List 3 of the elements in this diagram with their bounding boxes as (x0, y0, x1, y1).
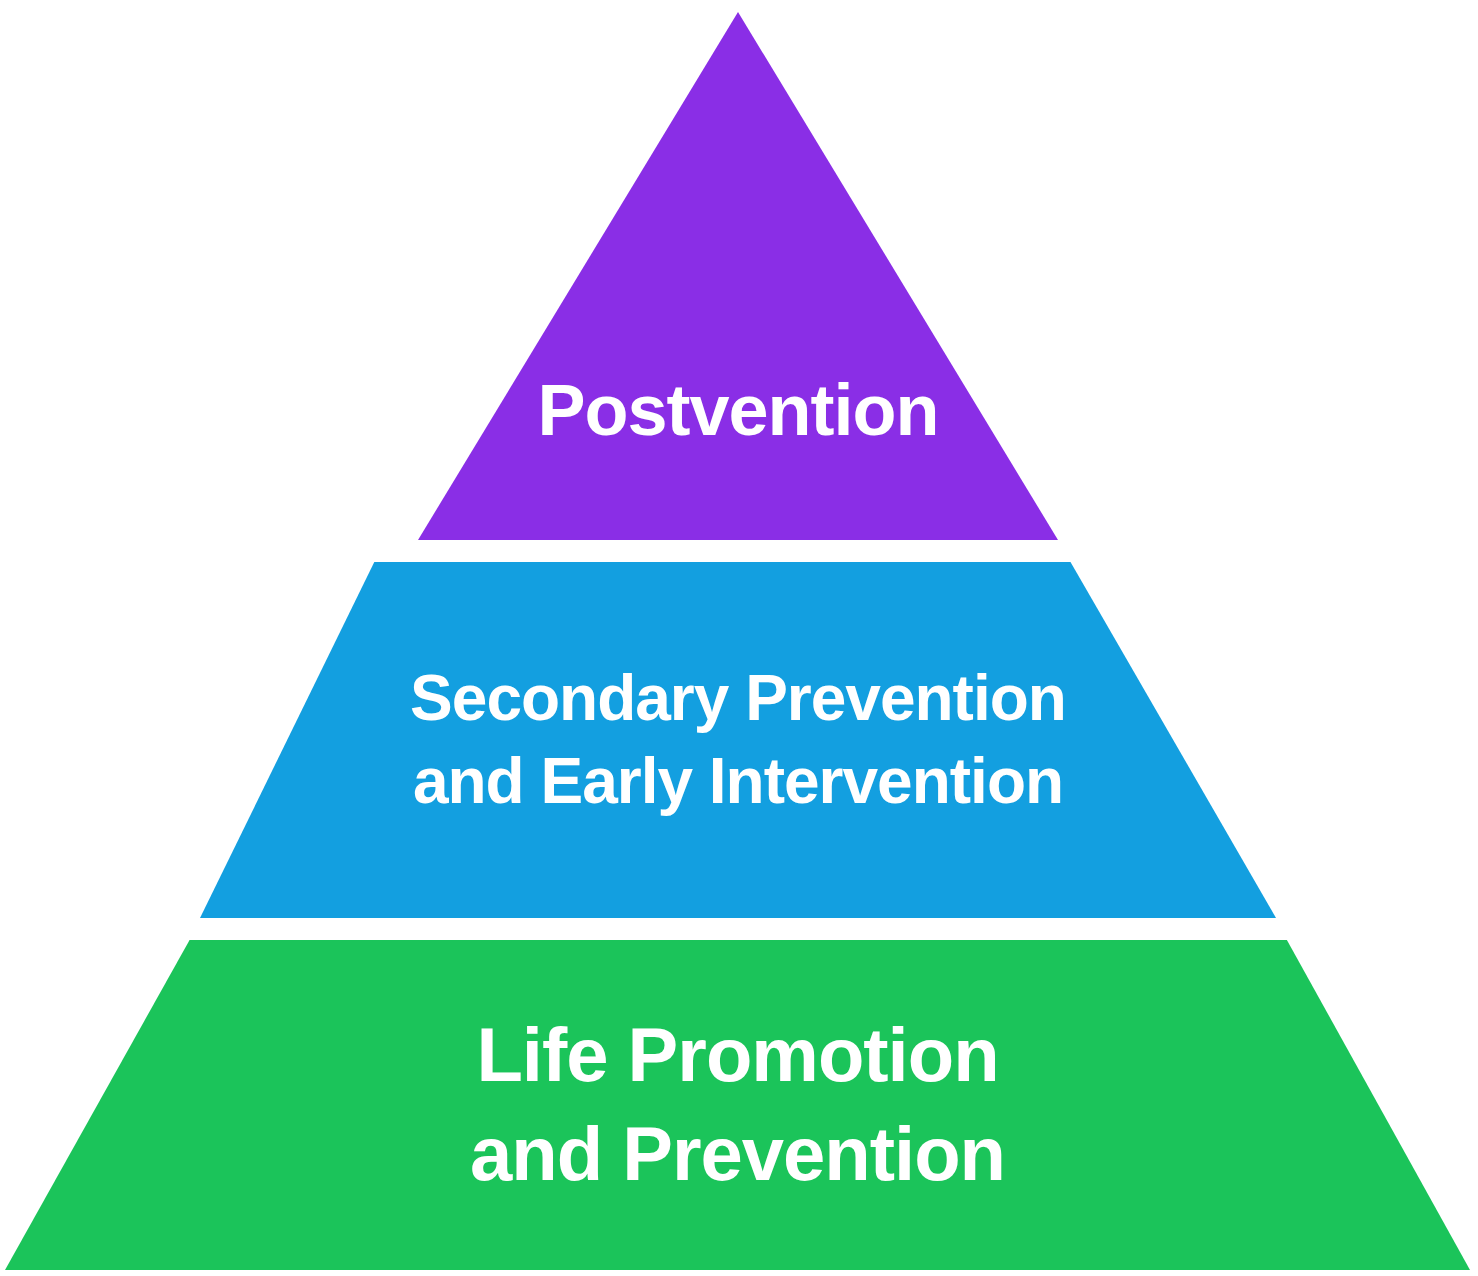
tier-label: Life Promotion and Prevention (469, 1011, 1006, 1198)
tier-label: Postvention (537, 369, 939, 453)
tier-label: Secondary Prevention and Early Intervention (409, 660, 1067, 819)
